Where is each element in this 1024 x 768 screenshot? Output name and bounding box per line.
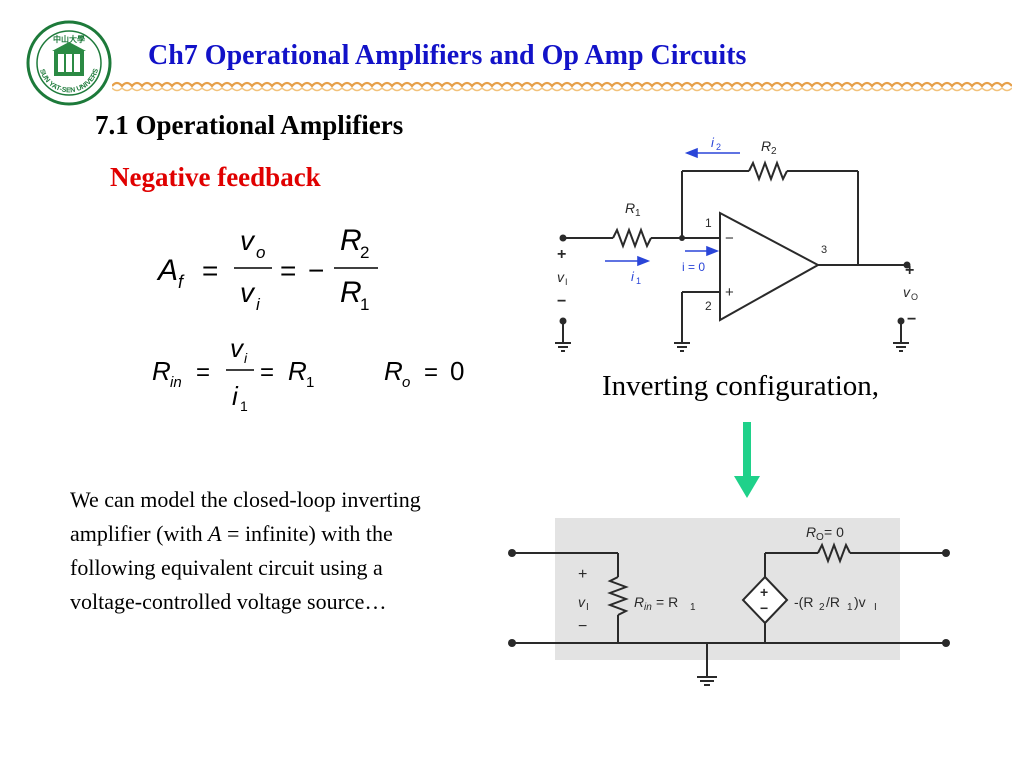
rin-equals-sub: 1 — [690, 602, 696, 613]
eq-vi-plus-sign: + — [578, 566, 587, 583]
subsection-heading: Negative feedback — [110, 162, 321, 192]
vo-minus-sign: − — [907, 311, 916, 328]
eq-vi-label: v — [578, 594, 586, 610]
eq-gain-den2-sub: 1 — [360, 295, 369, 314]
eq-gain-lhs: A — [156, 254, 178, 287]
eq-rin-lhs: R — [152, 356, 171, 386]
source-expression-sub1: 1 — [847, 602, 853, 613]
r1-label: R — [625, 200, 635, 216]
eq-ro-lhs: R — [384, 356, 403, 386]
eq-rin-lhs-sub: in — [170, 374, 182, 391]
opamp-minus-input: − — [725, 230, 734, 247]
source-expression-subI: I — [874, 602, 877, 613]
eq-rin-equals-2: = — [260, 359, 274, 386]
title-underline-decoration — [112, 81, 1012, 92]
eq-vi-minus-sign: − — [578, 618, 587, 635]
eq-rin-den: i — [232, 381, 239, 411]
i-zero-label: i = 0 — [682, 260, 705, 274]
eq-rin-num-sub: i — [244, 350, 248, 366]
gain-equation: A f = v o v i = − R 2 R 1 — [156, 224, 378, 314]
ro-sub: O — [816, 532, 824, 543]
source-expression-c: )v — [854, 594, 866, 610]
paragraph-text-part-2: = infinite) with the following equivalen… — [70, 521, 393, 614]
opamp-plus-input: + — [725, 284, 734, 301]
university-seal-logo: SUN YAT-SEN UNIVERSITY 中山大學 — [26, 20, 112, 106]
eq-gain-num1: v — [240, 225, 256, 256]
eq-gain-minus: − — [308, 255, 324, 286]
paragraph-text-part-1: We can model the closed-loop inverting a… — [70, 487, 421, 546]
node-3-label: 3 — [821, 244, 827, 256]
source-expression-b: /R — [826, 594, 840, 610]
i2-sub: 2 — [716, 142, 721, 152]
eq-gain-num1-sub: o — [256, 243, 265, 262]
eq-gain-num2-sub: 2 — [360, 243, 369, 262]
vi-label: v — [557, 269, 565, 285]
source-plus-sign: + — [760, 584, 768, 600]
page-title: Ch7 Operational Amplifiers and Op Amp Ci… — [148, 40, 747, 71]
eq-rin-num: v — [230, 335, 245, 363]
section-heading: 7.1 Operational Amplifiers — [95, 110, 404, 140]
seal-top-text: 中山大學 — [53, 34, 85, 44]
r2-label: R — [761, 138, 771, 154]
eq-gain-den1: v — [240, 277, 256, 308]
ro-value: = 0 — [824, 524, 844, 540]
rin-label: R — [634, 594, 644, 610]
eq-gain-equals-2: = — [280, 255, 296, 286]
resistance-equations: R in = v i i 1 = R 1 R o = 0 — [152, 335, 464, 414]
vo-plus-sign: + — [905, 262, 914, 279]
eq-rin-den-sub: 1 — [240, 398, 248, 414]
source-minus-sign: − — [760, 600, 768, 616]
figure-caption: Inverting configuration, — [602, 370, 880, 402]
i1-sub: 1 — [636, 276, 641, 286]
ro-label: R — [806, 524, 816, 540]
eq-rin-rhs: R — [288, 356, 307, 386]
rin-equals: = R — [656, 594, 678, 610]
r1-sub: 1 — [635, 208, 641, 219]
r2-sub: 2 — [771, 146, 777, 157]
eq-gain-lhs-sub: f — [178, 272, 185, 292]
equivalent-circuit-schematic: R O = 0 + v I − R in = R 1 + − -(R 2 /R … — [508, 518, 950, 686]
eq-rin-equals-1: = — [196, 359, 210, 386]
vi-sub: I — [565, 277, 568, 287]
explanation-paragraph: We can model the closed-loop inverting a… — [70, 483, 430, 619]
inverting-amplifier-schematic: i 2 R 2 R 1 1 2 3 − + i = 0 i 1 + v I − … — [555, 135, 918, 352]
paragraph-italic-a: A — [208, 521, 222, 546]
eq-ro-rhs: 0 — [450, 356, 464, 386]
vo-sub: O — [911, 292, 918, 302]
node-1-label: 1 — [705, 216, 712, 230]
eq-gain-equals-1: = — [202, 255, 218, 286]
eq-ro-lhs-sub: o — [402, 374, 410, 391]
i1-label: i — [631, 269, 635, 284]
rin-sub: in — [644, 602, 652, 613]
eq-rin-rhs-sub: 1 — [306, 374, 314, 391]
eq-gain-den1-sub: i — [256, 295, 261, 314]
source-expression-sub2: 2 — [819, 602, 825, 613]
vi-minus-sign: − — [557, 293, 566, 310]
source-expression-a: -(R — [794, 594, 813, 610]
eq-gain-den2: R — [340, 276, 362, 309]
eq-vi-sub: I — [586, 602, 589, 613]
eq-gain-num2: R — [340, 224, 362, 257]
eq-ro-equals: = — [424, 359, 438, 386]
vi-plus-sign: + — [557, 246, 566, 263]
down-arrow-icon — [734, 422, 760, 498]
vo-label: v — [903, 284, 911, 300]
node-2-label: 2 — [705, 299, 712, 313]
i2-label: i — [711, 135, 715, 150]
